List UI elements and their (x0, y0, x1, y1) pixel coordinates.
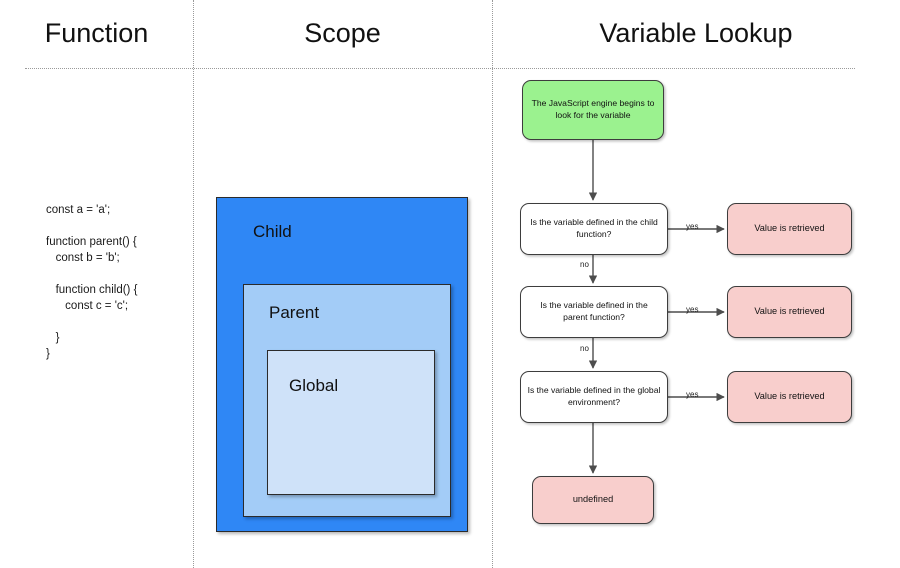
flow-node-value-retrieved-2-text: Value is retrieved (754, 306, 825, 317)
scope-label-global: Global (289, 376, 339, 395)
code-snippet: const a = 'a'; function parent() { const… (46, 203, 138, 360)
column-divider-1 (193, 0, 194, 568)
edge-label-yes-3: yes (686, 390, 699, 399)
flow-node-value-retrieved-1-text: Value is retrieved (754, 223, 825, 234)
edge-label-yes-1: yes (686, 222, 699, 231)
column-header-scope: Scope (193, 16, 492, 50)
header-divider (25, 68, 855, 69)
flow-node-undefined[interactable]: undefined (532, 476, 654, 524)
column-header-variable-lookup: Variable Lookup (492, 16, 900, 50)
flow-node-decision-global-text: Is the variable defined in the global en… (527, 385, 661, 407)
scope-box-global (267, 350, 435, 495)
column-title-scope: Scope (304, 18, 381, 48)
flow-node-value-retrieved-1[interactable]: Value is retrieved (727, 203, 852, 255)
flow-node-undefined-text: undefined (572, 494, 614, 505)
flow-node-decision-parent[interactable]: Is the variable defined in the parent fu… (520, 286, 668, 338)
flow-node-decision-child[interactable]: Is the variable defined in the child fun… (520, 203, 668, 255)
edge-label-no-2: no (580, 344, 589, 353)
flow-node-start[interactable]: The JavaScript engine begins to look for… (522, 80, 664, 140)
scope-label-child: Child (253, 222, 292, 241)
flow-node-value-retrieved-3-text: Value is retrieved (754, 391, 825, 402)
flow-node-decision-parent-text: Is the variable defined in the parent fu… (540, 300, 648, 322)
column-title-variable-lookup: Variable Lookup (599, 18, 793, 48)
column-divider-2 (492, 0, 493, 568)
edge-label-yes-2: yes (686, 305, 699, 314)
flow-node-value-retrieved-2[interactable]: Value is retrieved (727, 286, 852, 338)
edge-label-no-1: no (580, 260, 589, 269)
flow-node-value-retrieved-3[interactable]: Value is retrieved (727, 371, 852, 423)
column-title-function: Function (44, 18, 149, 48)
flow-node-decision-global[interactable]: Is the variable defined in the global en… (520, 371, 668, 423)
column-header-function: Function (0, 16, 193, 50)
scope-label-parent: Parent (269, 303, 320, 322)
flow-node-decision-child-text: Is the variable defined in the child fun… (530, 217, 658, 239)
flow-node-start-text: The JavaScript engine begins to look for… (531, 98, 655, 120)
